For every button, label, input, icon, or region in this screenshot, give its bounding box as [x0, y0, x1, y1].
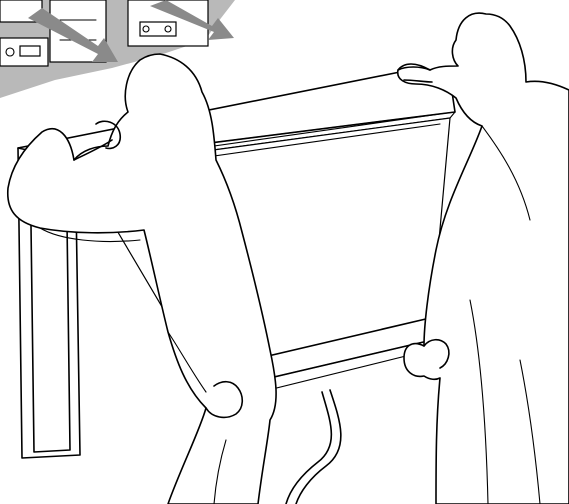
power-cable: [286, 392, 331, 504]
